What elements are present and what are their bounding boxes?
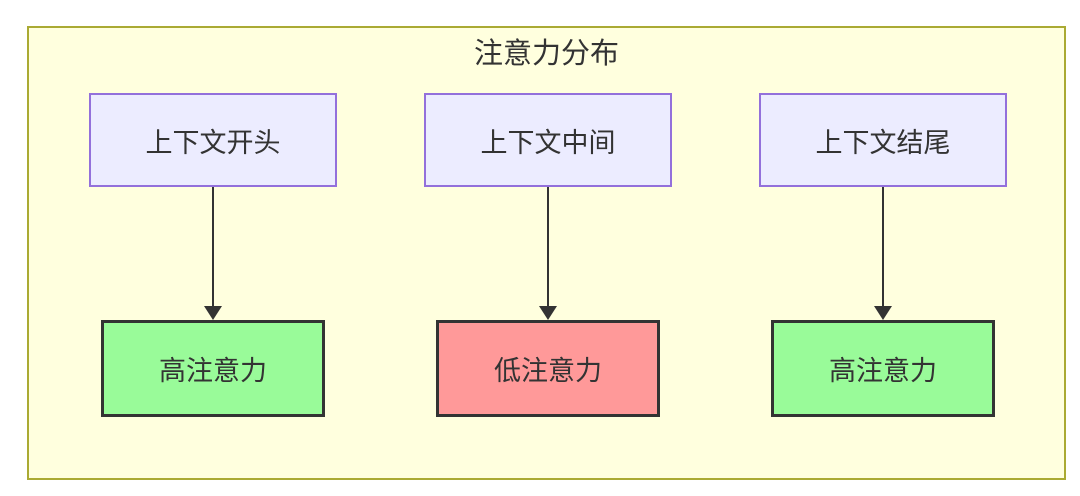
node-context-beginning: 上下文开头 [89, 93, 337, 187]
node-high-attention-right-label: 高注意力 [829, 356, 937, 386]
node-low-attention-label: 低注意力 [494, 356, 602, 386]
node-high-attention-left-label: 高注意力 [159, 356, 267, 386]
node-low-attention: 低注意力 [436, 320, 660, 417]
arrowhead-icon [874, 306, 892, 320]
node-context-beginning-label: 上下文开头 [145, 127, 281, 158]
arrow-shaft [882, 187, 884, 307]
arrowhead-icon [539, 306, 557, 320]
node-context-end-label: 上下文结尾 [815, 127, 951, 158]
node-context-middle-label: 上下文中间 [480, 127, 616, 158]
arrow-middle-to-low [539, 187, 557, 320]
arrowhead-icon [204, 306, 222, 320]
node-high-attention-left: 高注意力 [101, 320, 325, 417]
arrow-shaft [212, 187, 214, 307]
arrow-shaft [547, 187, 549, 307]
diagram-title: 注意力分布 [473, 38, 619, 70]
node-context-middle: 上下文中间 [424, 93, 672, 187]
node-context-end: 上下文结尾 [759, 93, 1007, 187]
arrow-end-to-high [874, 187, 892, 320]
node-high-attention-right: 高注意力 [771, 320, 995, 417]
arrow-beginning-to-high [204, 187, 222, 320]
